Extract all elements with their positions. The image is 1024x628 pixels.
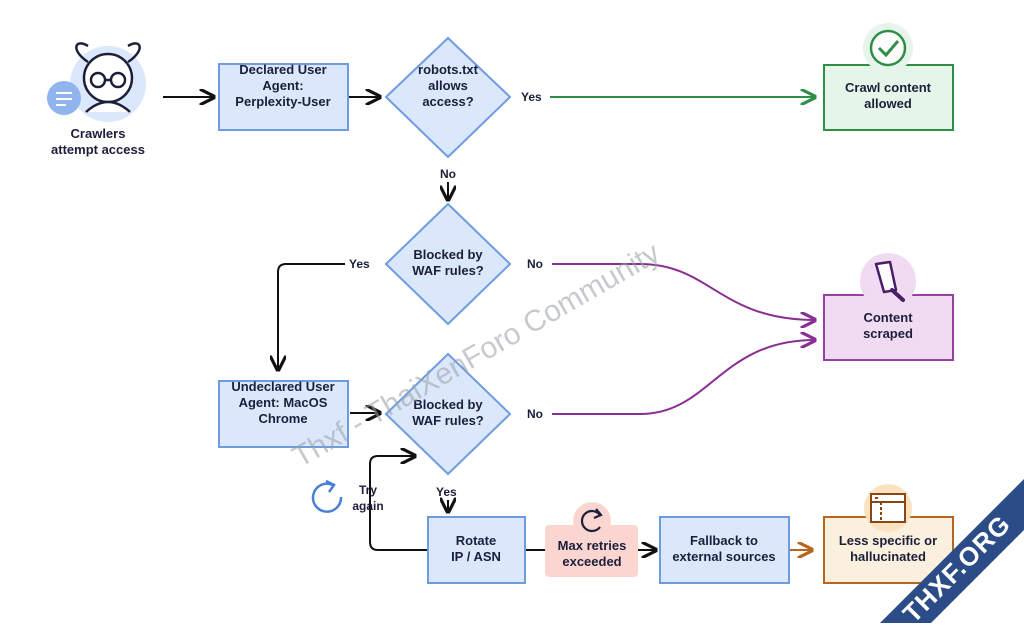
refresh-icon — [573, 502, 611, 540]
scraper-tool-icon — [860, 253, 916, 309]
edge-waf2-no — [552, 340, 815, 415]
edges — [163, 97, 815, 550]
waf1-no-label: No — [527, 257, 543, 271]
waf1-yes-label: Yes — [349, 257, 370, 271]
refresh-icon — [311, 479, 343, 513]
edge-waf1-yes — [278, 263, 345, 370]
edge-try-again-loop — [369, 456, 428, 551]
crawler-bot-icon — [47, 42, 146, 122]
robots-no-label: No — [440, 167, 456, 181]
robots-yes-label: Yes — [521, 90, 542, 104]
check-circle-icon — [863, 23, 913, 73]
waf2-yes-label: Yes — [436, 485, 457, 499]
waf2-no-label: No — [527, 407, 543, 421]
browser-window-icon — [864, 484, 912, 532]
edge-waf1-no — [552, 263, 815, 320]
